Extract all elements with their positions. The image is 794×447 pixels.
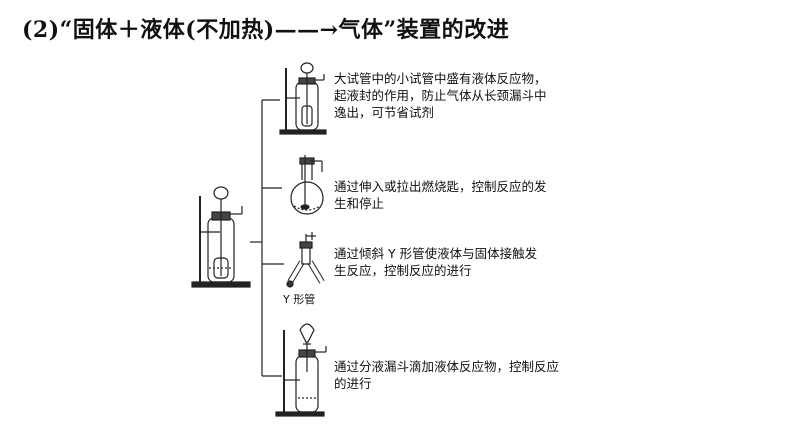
apparatus-y-tube: [286, 232, 325, 288]
section-title: (2)“固体＋液体(不加热)——→气体”装置的改进: [22, 17, 510, 43]
y-tube-label: Y 形管: [283, 293, 316, 306]
apparatus-flask-spoon: [290, 155, 324, 215]
apparatus-separatory-funnel: [275, 323, 327, 417]
apparatus-small-tube: [279, 62, 327, 135]
description-y-tube: 通过倾斜 Y 形管使液体与固体接触发生反应，控制反应的进行: [334, 246, 538, 278]
tree-connectors: [250, 99, 284, 377]
original-apparatus: [191, 186, 251, 288]
description-separatory-funnel: 通过分液漏斗滴加液体反应物，控制反应的进行: [334, 359, 560, 391]
description-flask-spoon: 通过伸入或拉出燃烧匙，控制反应的发生和停止: [334, 179, 547, 211]
description-small-tube: 大试管中的小试管中盛有液体反应物，起液封的作用，防止气体从长颈漏斗中逸出，可节省…: [334, 71, 547, 120]
